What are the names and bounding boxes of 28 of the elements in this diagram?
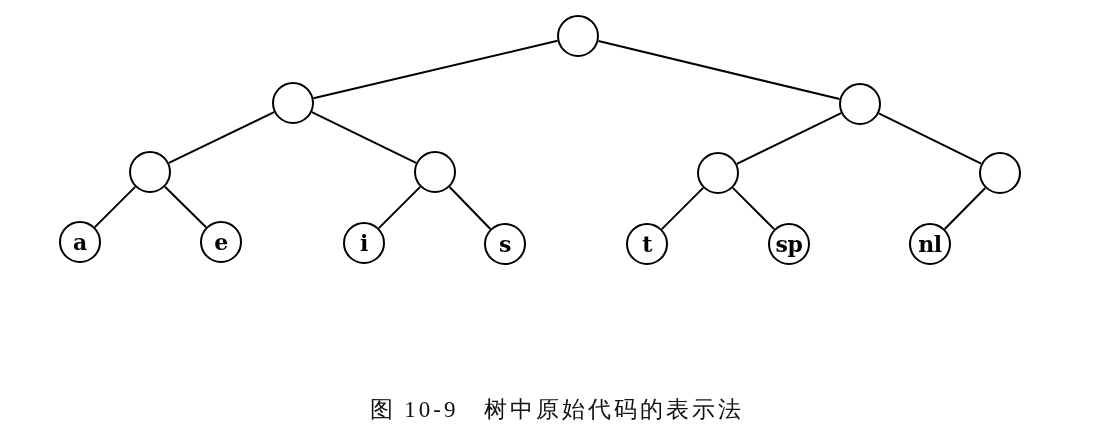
figure-caption: 图 10-9 树中原始代码的表示法: [369, 397, 745, 423]
edge-line: [735, 112, 843, 165]
leaf-node: e: [200, 221, 242, 263]
leaf-node: sp: [768, 223, 810, 265]
edge-line: [660, 186, 705, 231]
edge-line: [310, 111, 418, 164]
leaf-node: i: [343, 222, 385, 264]
edge-line: [448, 186, 492, 230]
tree-node: [839, 83, 881, 125]
edge-line: [943, 186, 987, 231]
edge-line: [731, 186, 776, 231]
leaf-node: t: [626, 223, 668, 265]
edge-line: [167, 111, 276, 164]
tree-node: [272, 82, 314, 124]
leaf-node: s: [484, 223, 526, 265]
tree-node: [129, 151, 171, 193]
edge-line: [597, 39, 841, 101]
edge-line: [877, 112, 983, 165]
tree-node: [979, 152, 1021, 194]
tree-node: [557, 15, 599, 57]
leaf-node: a: [59, 221, 101, 263]
tree-node: [414, 151, 456, 193]
edge-line: [312, 39, 559, 100]
tree-node: [697, 152, 739, 194]
edge-line: [93, 185, 137, 229]
edge-line: [377, 185, 422, 230]
edge-line: [163, 185, 208, 229]
leaf-node: nl: [909, 223, 951, 265]
